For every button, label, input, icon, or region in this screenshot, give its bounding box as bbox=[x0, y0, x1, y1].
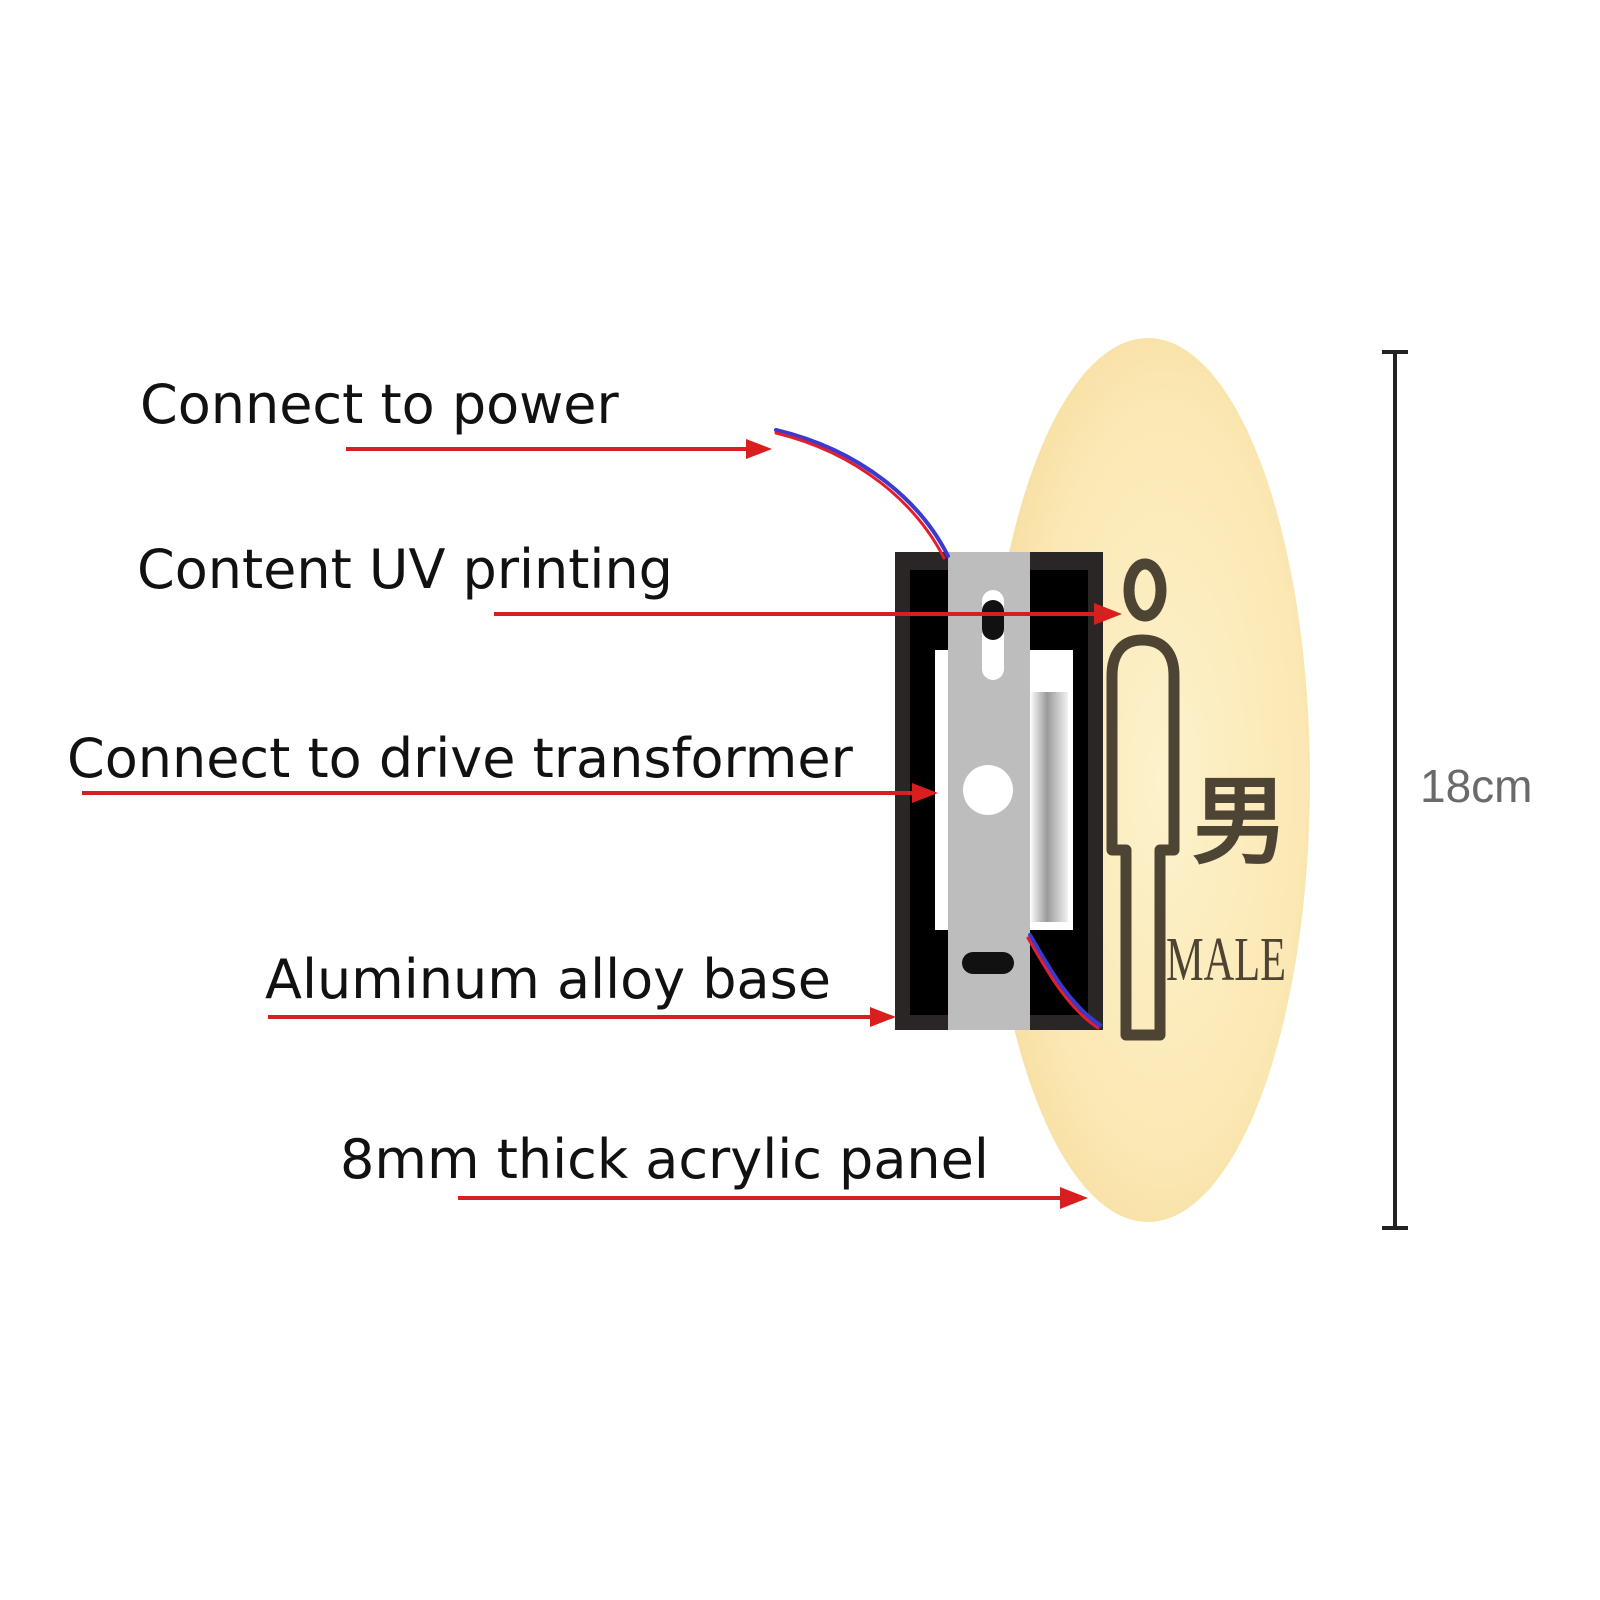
label-power: Connect to power bbox=[140, 373, 620, 436]
label-acrylic-panel: 8mm thick acrylic panel bbox=[340, 1128, 989, 1191]
label-aluminum-base: Aluminum alloy base bbox=[265, 948, 831, 1011]
dimension-label: 18cm bbox=[1420, 760, 1532, 812]
power-wire bbox=[774, 428, 1102, 1030]
label-uv-printing: Content UV printing bbox=[137, 538, 673, 601]
bracket-hole bbox=[963, 765, 1013, 815]
male-person-icon bbox=[1106, 558, 1180, 1041]
arrow-uv-printing bbox=[494, 603, 1122, 625]
arrow-aluminum-base bbox=[268, 1007, 896, 1027]
bracket-slot-bottom bbox=[962, 952, 1014, 974]
arrow-acrylic-panel bbox=[458, 1187, 1088, 1209]
callout-arrows bbox=[82, 439, 1122, 1209]
arrow-power bbox=[346, 439, 772, 459]
label-drive-transformer: Connect to drive transformer bbox=[67, 727, 854, 790]
chinese-label: 男 bbox=[1192, 765, 1288, 878]
arrow-drive-transformer bbox=[82, 783, 938, 803]
mounting-bracket bbox=[948, 552, 1030, 1030]
driver-module bbox=[1030, 692, 1068, 922]
uv-printed-content: 男 MALE bbox=[1106, 558, 1288, 1041]
callout-labels: Connect to power Content UV printing Con… bbox=[67, 373, 989, 1191]
dimension-indicator bbox=[1382, 350, 1408, 1230]
english-label: MALE bbox=[1166, 926, 1286, 994]
